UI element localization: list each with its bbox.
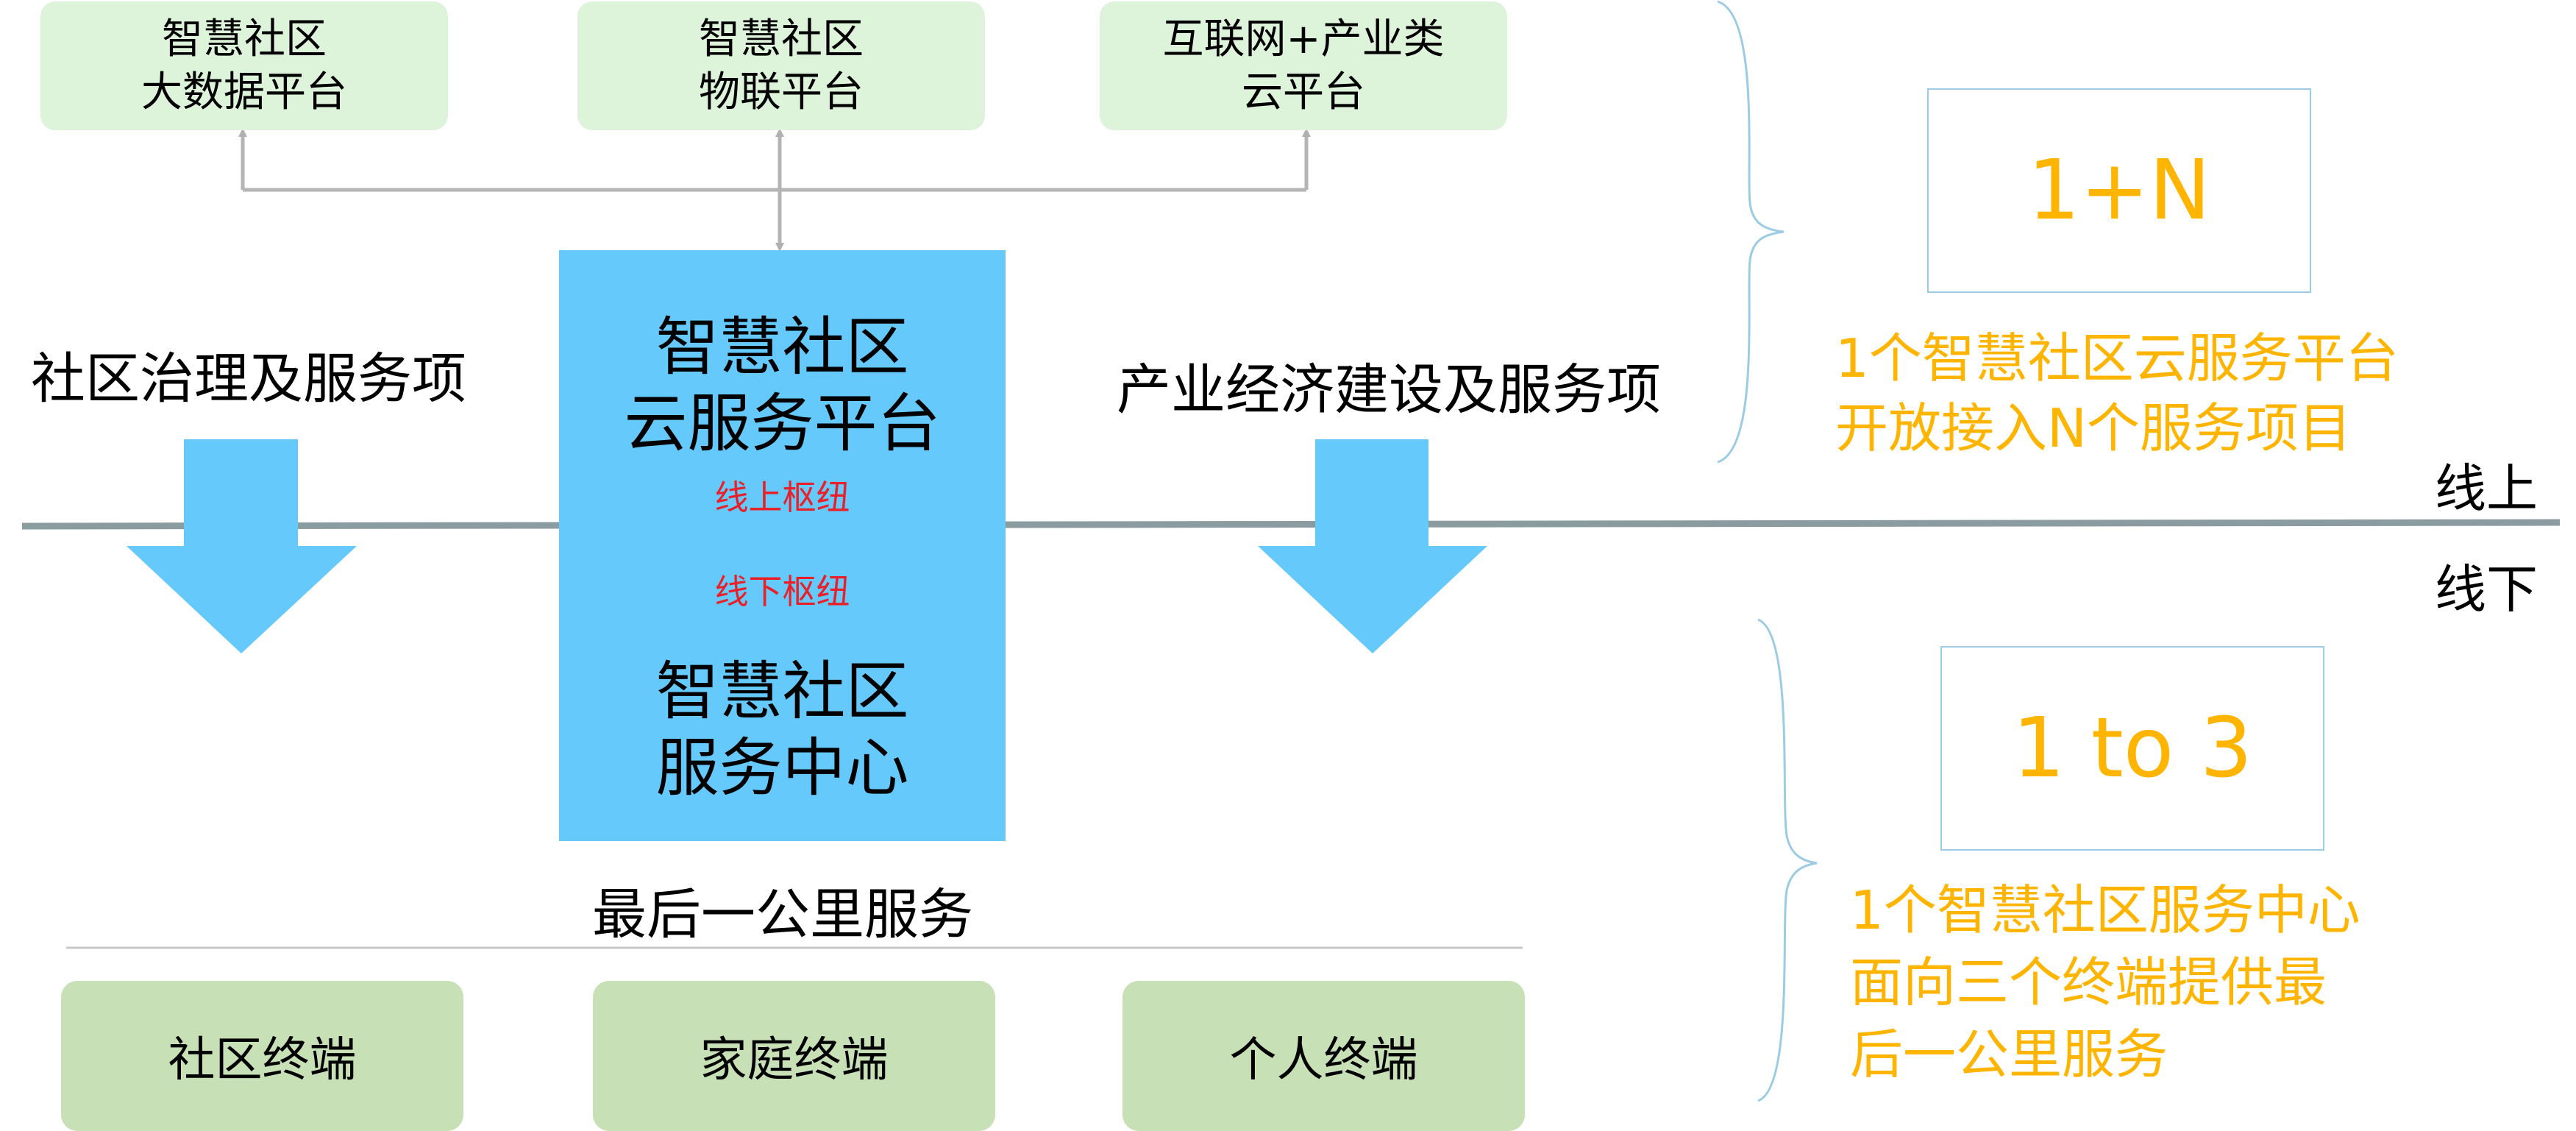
online-hub-label: 线上枢纽 <box>714 478 850 517</box>
cloud-hub-block: 智慧社区 云服务平台 线上枢纽 线下枢纽 智慧社区 服务中心 <box>559 250 1006 841</box>
online-model-description: 1个智慧社区云服务平台 开放接入N个服务项目 <box>1835 327 2399 459</box>
offline-model-kpi-box: 1 to 3 <box>1940 646 2324 851</box>
community-terminal-box: 社区终端 <box>61 981 463 1131</box>
offline-model-kpi: 1 to 3 <box>2012 701 2253 796</box>
service-center-label: 智慧社区 服务中心 <box>655 655 909 805</box>
iot-platform-label: 智慧社区 物联平台 <box>699 15 864 116</box>
offline-label: 线下 <box>2435 559 2538 620</box>
industry-cloud-platform-box: 互联网+产业类 云平台 <box>1100 1 1507 130</box>
offline-model-description: 1个智慧社区服务中心 面向三个终端提供最 后一公里服务 <box>1850 879 2360 1085</box>
online-model-kpi: 1+N <box>2027 143 2211 238</box>
personal-terminal-label: 个人终端 <box>1229 1033 1418 1088</box>
big-data-platform-label: 智慧社区 大数据平台 <box>141 15 347 116</box>
online-label: 线上 <box>2435 458 2538 519</box>
personal-terminal-box: 个人终端 <box>1122 981 1525 1131</box>
governance-service-label: 社区治理及服务项 <box>31 347 466 411</box>
online-offline-divider <box>21 519 2561 530</box>
online-model-kpi-box: 1+N <box>1927 88 2311 293</box>
last-mile-label: 最后一公里服务 <box>592 883 973 946</box>
cloud-service-platform-label: 智慧社区 云服务平台 <box>624 311 941 461</box>
online-brace <box>1717 0 1785 464</box>
iot-platform-box: 智慧社区 物联平台 <box>577 1 985 130</box>
industry-service-label: 产业经济建设及服务项 <box>1117 358 1661 422</box>
big-data-platform-box: 智慧社区 大数据平台 <box>40 1 448 130</box>
industry-down-arrow <box>1258 439 1487 653</box>
industry-cloud-platform-label: 互联网+产业类 云平台 <box>1162 15 1445 116</box>
home-terminal-box: 家庭终端 <box>593 981 995 1131</box>
offline-brace <box>1757 618 1818 1102</box>
home-terminal-label: 家庭终端 <box>700 1033 889 1088</box>
offline-hub-label: 线下枢纽 <box>714 572 850 611</box>
community-terminal-label: 社区终端 <box>168 1033 357 1088</box>
governance-down-arrow <box>127 439 357 653</box>
